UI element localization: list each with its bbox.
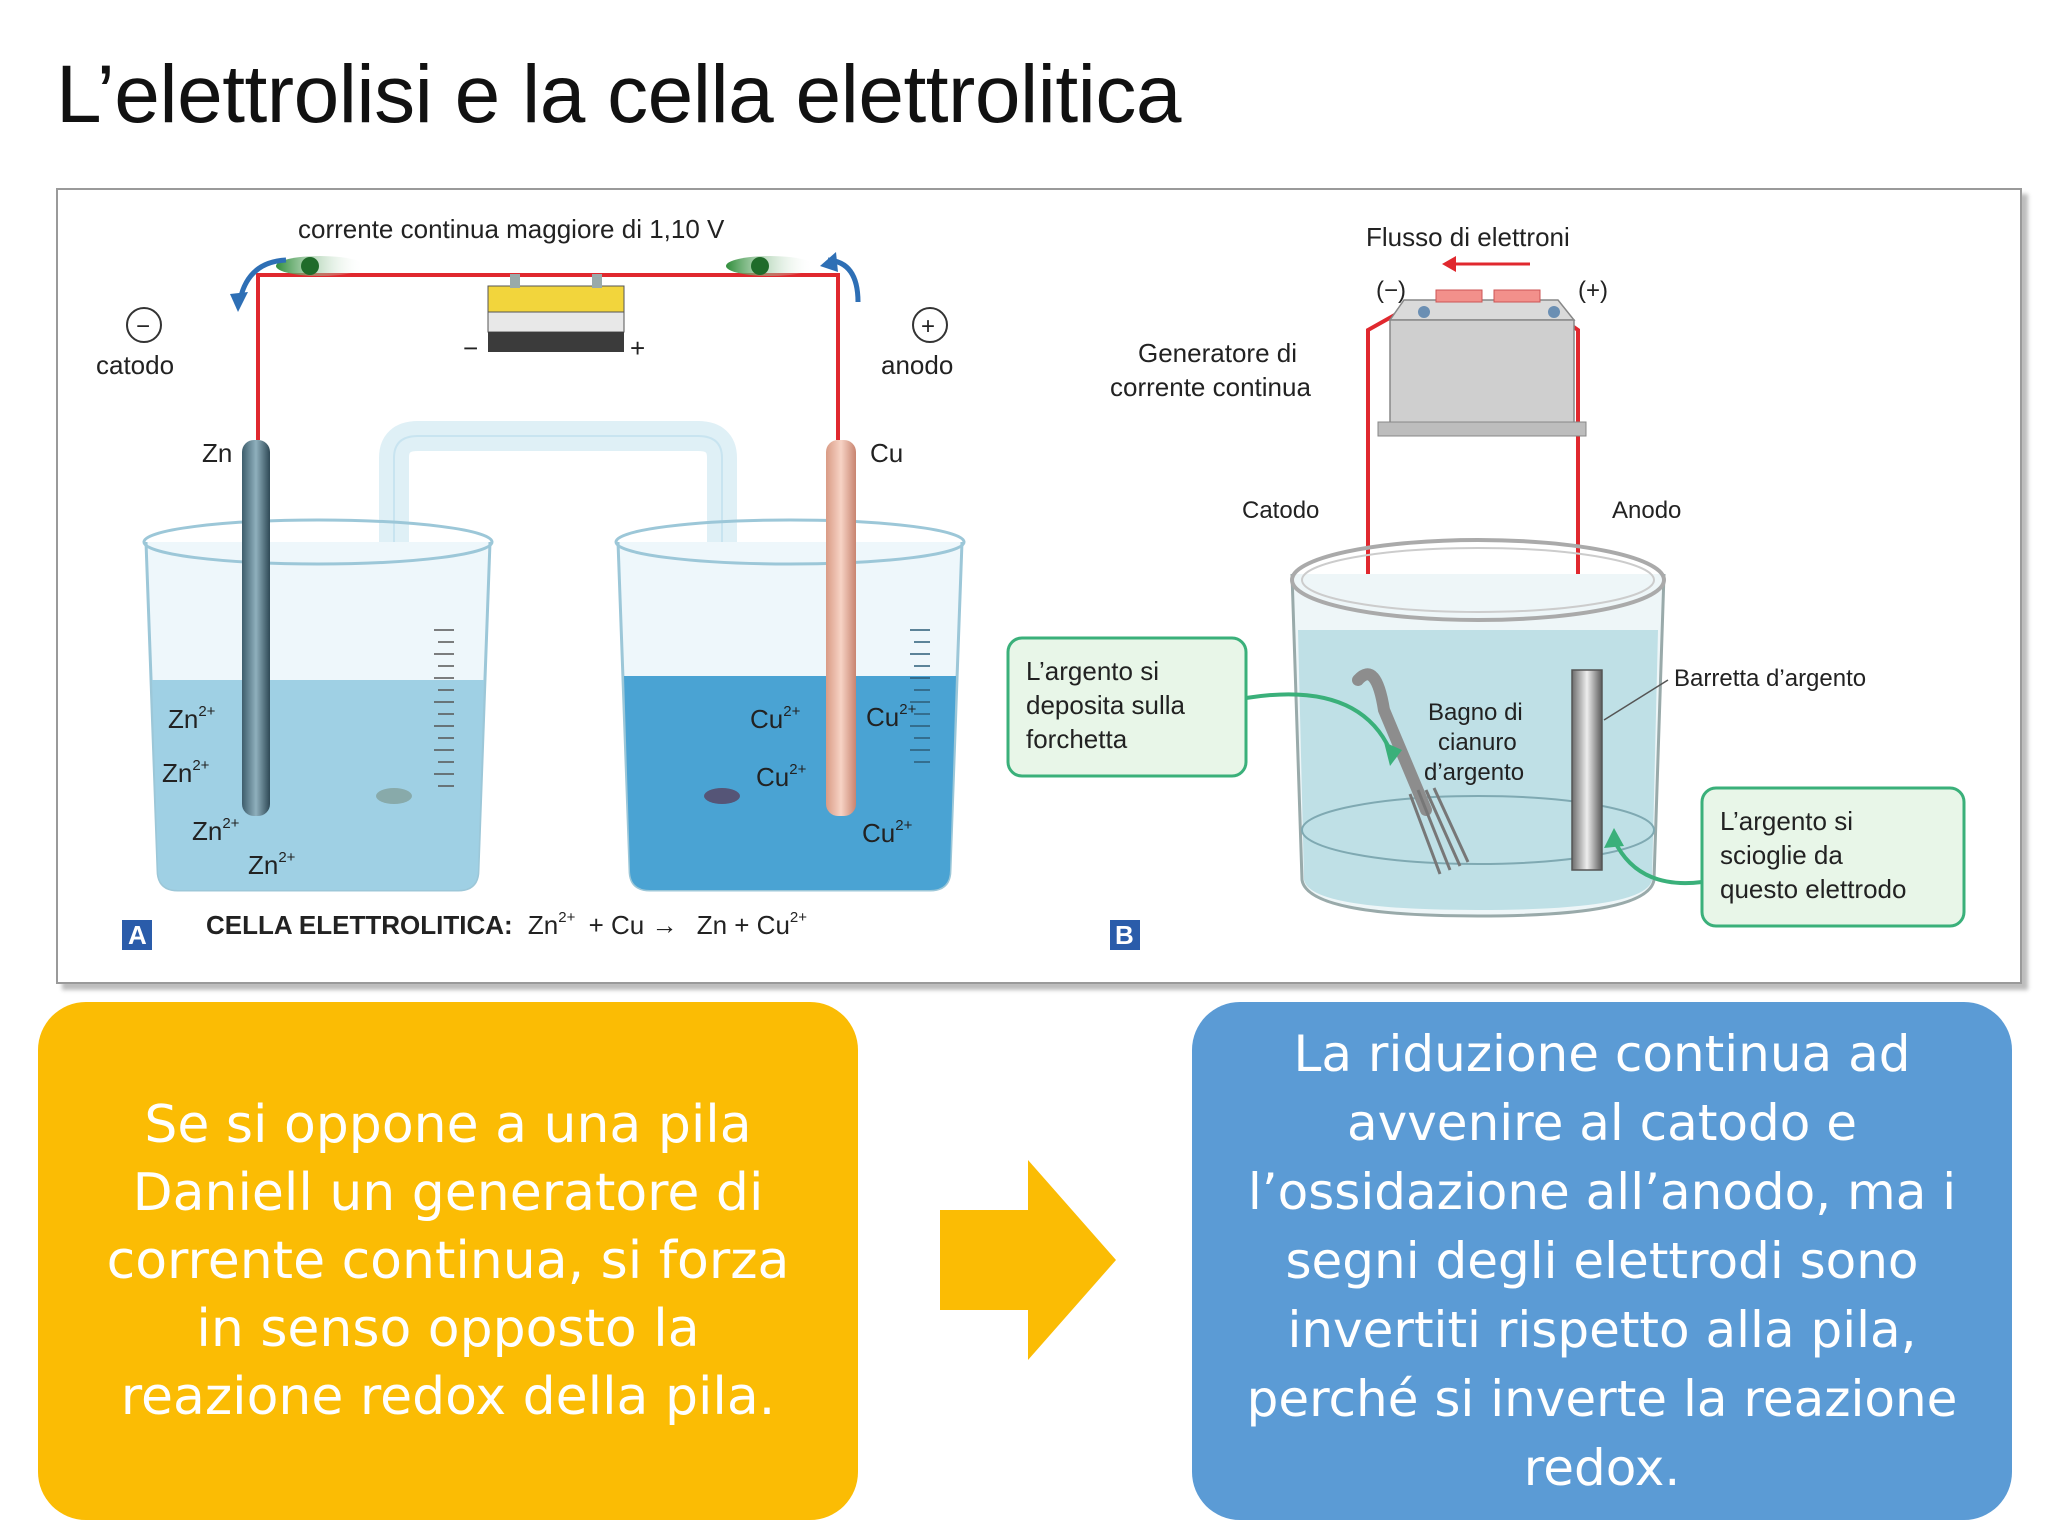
right-arrow-icon — [940, 1160, 1116, 1360]
generator-label-line2: corrente continua — [1110, 372, 1311, 402]
generator-label-line1: Generatore di — [1138, 338, 1297, 368]
panel-letter-a: A — [128, 920, 147, 950]
explanation-text-left: Se si oppone a una pila Daniell un gener… — [106, 1095, 790, 1427]
circuit-wire — [256, 273, 840, 440]
silver-bar-leader — [1603, 679, 1669, 721]
svg-text:Cu2+: Cu2+ — [866, 701, 917, 732]
anode-label-b: Anodo — [1612, 497, 1681, 524]
silver-bar-label: Barretta d’argento — [1674, 665, 1866, 692]
explanation-box-left: Se si oppone a una pila Daniell un gener… — [38, 1002, 858, 1520]
anode-label-a: anodo — [881, 350, 953, 380]
explanation-box-right: La riduzione continua ad avvenire al cat… — [1192, 1002, 2012, 1520]
dissolve-line3: questo elettrodo — [1720, 874, 1906, 904]
electron-flow-arrowhead — [1442, 256, 1456, 272]
dissolve-arrow — [1612, 839, 1703, 885]
current-label: corrente continua maggiore di 1,10 V — [298, 214, 725, 244]
flow-arrowhead — [820, 252, 838, 272]
bath-label-line1: Bagno di — [1428, 699, 1523, 726]
electron-indicator — [726, 256, 814, 276]
svg-text:Cu2+: Cu2+ — [756, 761, 807, 792]
panel-a: − + corrente continua maggiore di 1,10 V… — [96, 214, 966, 950]
electron-flow-label: Flusso di elettroni — [1366, 222, 1570, 252]
deposit-arrow — [1245, 692, 1392, 751]
zinc-label: Zn — [202, 438, 232, 468]
electron-dot — [301, 257, 319, 275]
electrolysis-figure: − + corrente continua maggiore di 1,10 V… — [56, 188, 2022, 984]
plus-circle-icon — [912, 307, 948, 343]
beaker-right — [614, 518, 966, 892]
dissolve-line1: L’argento si — [1720, 806, 1853, 836]
svg-text:Cu2+: Cu2+ — [750, 703, 801, 734]
copper-ions: Cu2+ Cu2+ Cu2+ Cu2+ — [750, 701, 917, 848]
battery-minus-sign: − — [463, 333, 478, 363]
dissolve-line2: scioglie da — [1720, 840, 1843, 870]
plus-symbol: + — [921, 313, 935, 340]
electron-dot — [751, 257, 769, 275]
positive-terminal-label: (+) — [1578, 277, 1608, 304]
copper-electrode — [826, 440, 856, 816]
panel-letter-box-b — [1110, 920, 1140, 950]
battery-b — [1377, 289, 1587, 437]
electron-indicator — [276, 256, 364, 276]
battery-plus-sign: + — [630, 333, 645, 363]
dissolve-callout — [1700, 786, 1966, 928]
svg-text:Zn2+: Zn2+ — [248, 849, 296, 880]
svg-text:Zn2+: Zn2+ — [192, 815, 240, 846]
flow-arrowhead — [230, 292, 248, 312]
copper-label: Cu — [870, 438, 903, 468]
page-title: L’elettrolisi e la cella elettrolitica — [56, 49, 1182, 140]
panel-letter-b: B — [1115, 920, 1134, 950]
bath-label-line2: cianuro — [1438, 729, 1517, 756]
beaker-left — [142, 518, 494, 892]
svg-text:Cu2+: Cu2+ — [862, 817, 913, 848]
deposit-callout — [1006, 636, 1248, 778]
zinc-electrode — [242, 440, 270, 816]
bridge-plug — [376, 788, 412, 804]
explanation-text-right: La riduzione continua ad avvenire al cat… — [1246, 1024, 1958, 1497]
svg-text:Zn2+: Zn2+ — [162, 757, 210, 788]
svg-text:Zn2+: Zn2+ — [168, 703, 216, 734]
reaction-caption-a: CELLA ELETTROLITICA: Zn2+ + Cu → Zn + Cu… — [206, 898, 807, 940]
negative-terminal-label: (−) — [1376, 277, 1406, 304]
figure-svg: − + corrente continua maggiore di 1,10 V… — [96, 214, 1966, 950]
panel-letter-box-a — [122, 920, 152, 950]
cathode-label-b: Catodo — [1242, 497, 1319, 524]
deposit-line3: forchetta — [1026, 724, 1128, 754]
silver-bar — [1571, 669, 1603, 871]
bath-label-line3: d’argento — [1424, 759, 1524, 786]
fork — [1352, 668, 1470, 875]
battery-a — [487, 274, 625, 352]
minus-circle-icon — [126, 307, 162, 343]
bridge-plug — [704, 788, 740, 804]
panel-b: Flusso di elettroni (−) (+) Generatore d… — [1006, 222, 1966, 950]
deposit-line2: deposita sulla — [1026, 690, 1186, 720]
deposit-arrowhead — [1384, 742, 1402, 766]
cathode-label-a: catodo — [96, 350, 174, 380]
zinc-ions: Zn2+ Zn2+ Zn2+ Zn2+ — [162, 703, 296, 880]
minus-symbol: − — [136, 313, 150, 340]
plating-tank — [1290, 538, 1666, 918]
dissolve-arrowhead — [1604, 828, 1624, 848]
deposit-line1: L’argento si — [1026, 656, 1159, 686]
